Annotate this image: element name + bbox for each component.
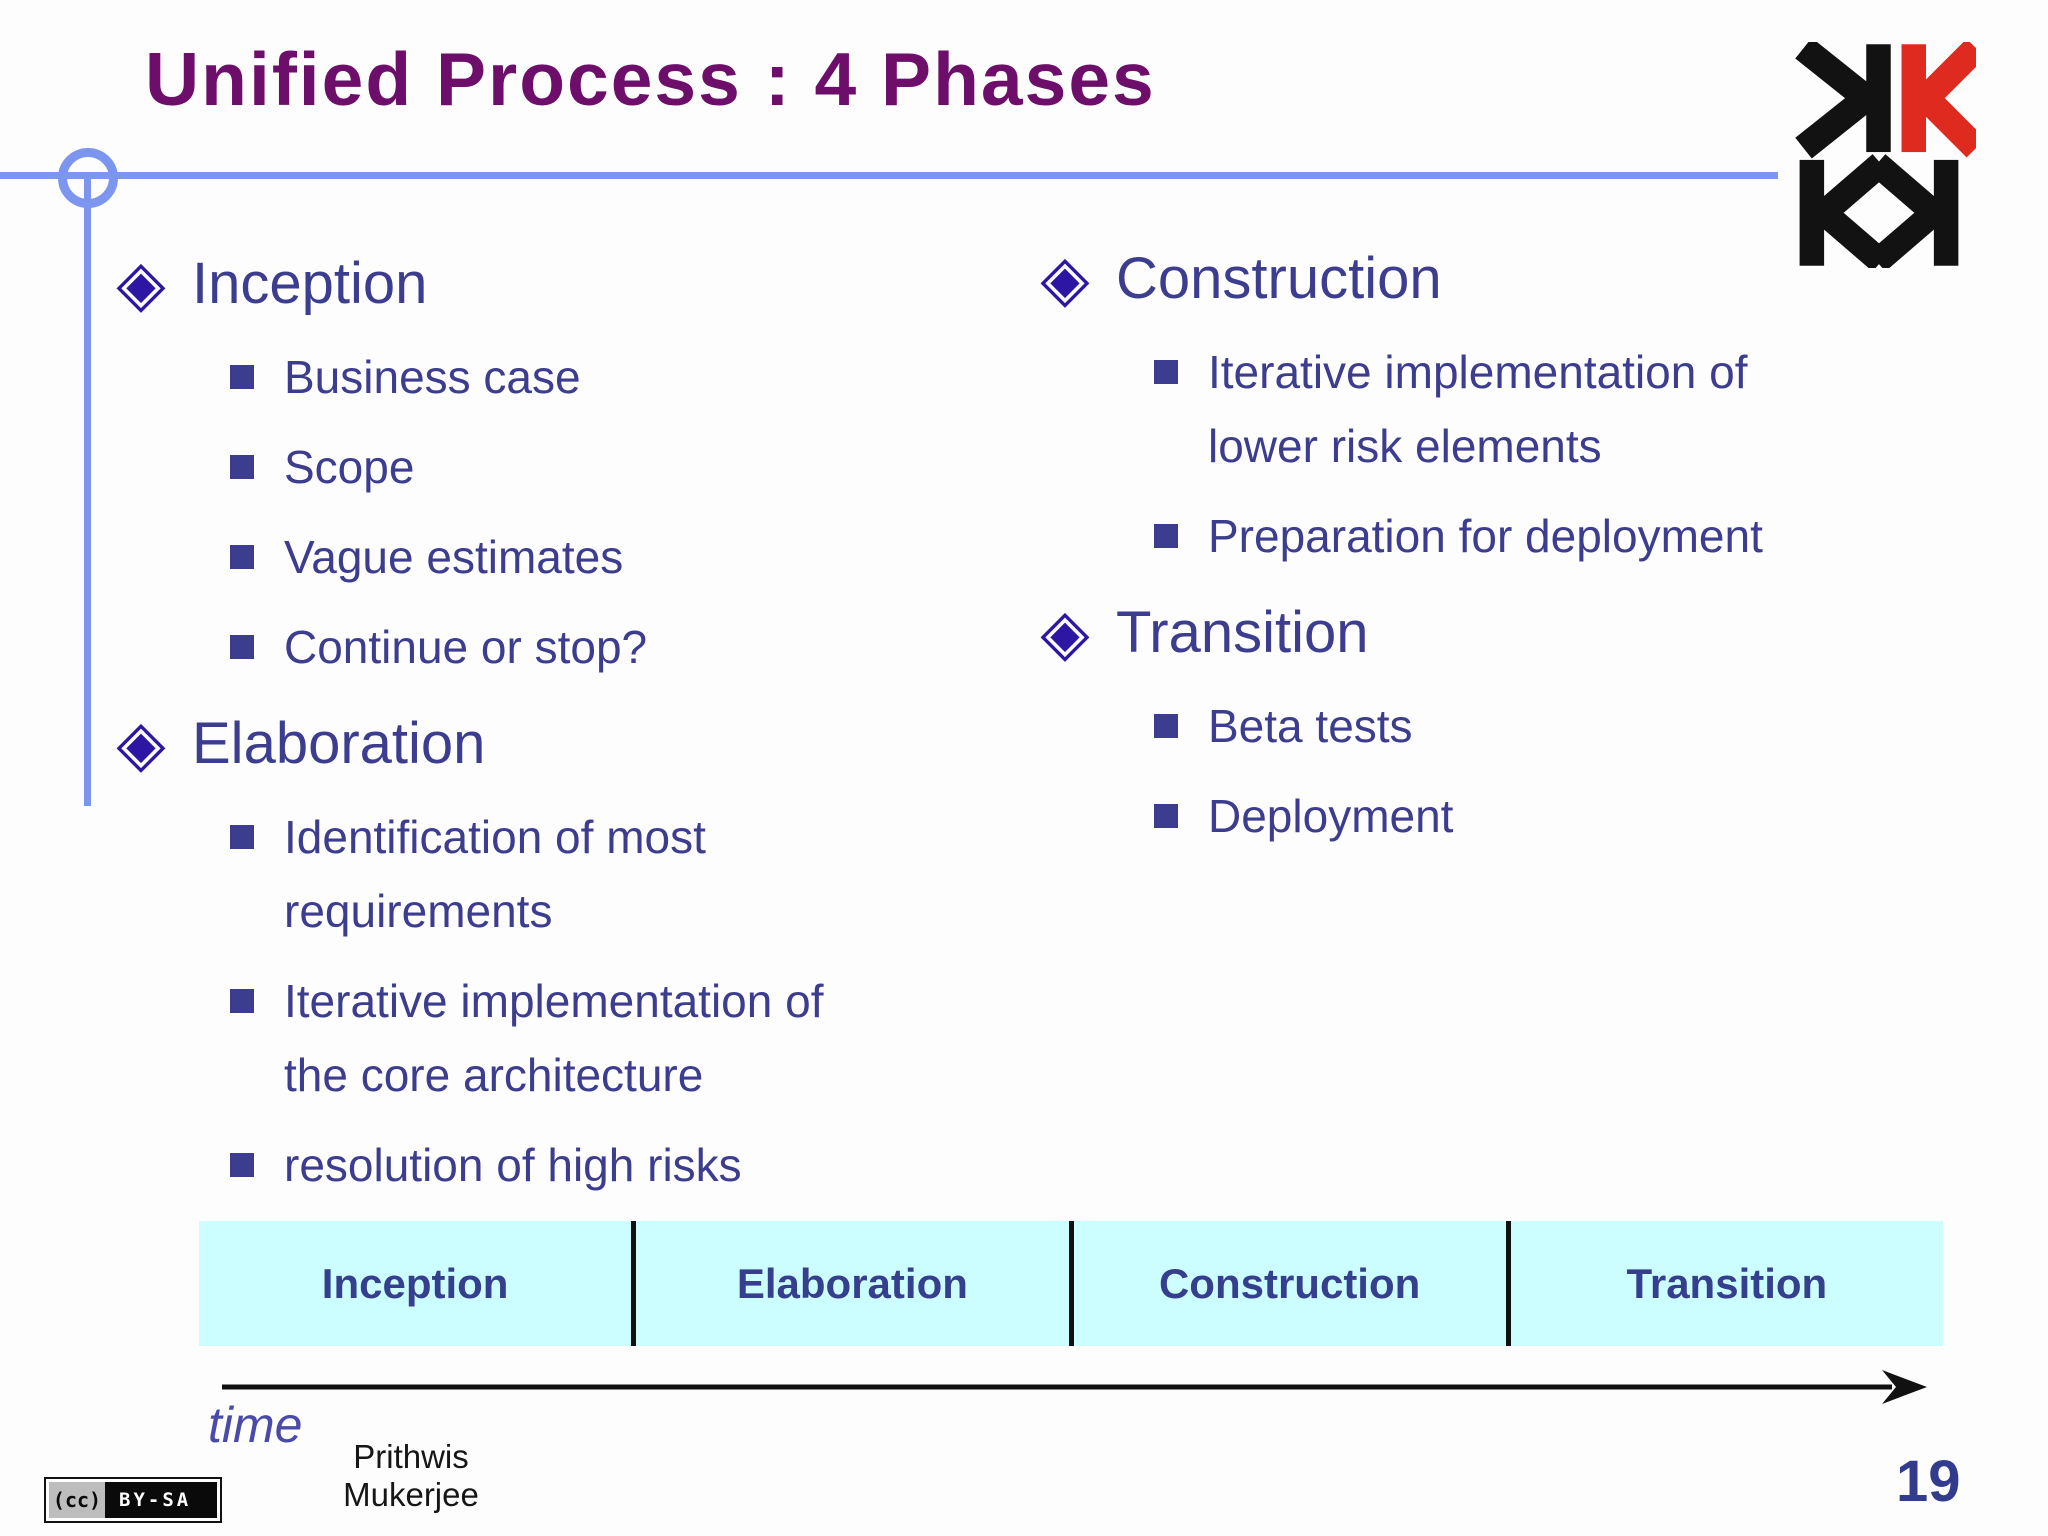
timeline-bar: Inception Elaboration Construction Transiti… [199, 1221, 1943, 1346]
list-item-text: resolution of high risks [284, 1139, 742, 1191]
timeline-phase-cell: Transition [1505, 1221, 1943, 1346]
diamond-bullet-icon: ◈ [1040, 242, 1090, 314]
list-item: Vague estimates [230, 520, 1012, 594]
header-rule [0, 172, 1778, 179]
square-bullet-icon [1154, 524, 1178, 548]
list-item-text: Deployment [1208, 790, 1454, 842]
left-margin-rule [84, 178, 91, 806]
diamond-bullet-icon: ◈ [116, 707, 166, 779]
list-item-text: Business case [284, 351, 581, 403]
list-item-text: Continue or stop? [284, 621, 648, 673]
square-bullet-icon [1154, 804, 1178, 828]
list-item-text: Vague estimates [284, 531, 624, 583]
list-item: resolution of high risks [230, 1128, 1012, 1202]
square-bullet-icon [230, 365, 254, 389]
list-item-text: Preparation for deployment [1208, 510, 1763, 562]
timeline-phase-label: Elaboration [736, 1259, 968, 1307]
timeline-phase-label: Inception [321, 1259, 509, 1307]
section-heading: Construction [1116, 245, 1442, 311]
kk-logo [1795, 42, 1976, 268]
timeline-phase-cell: Inception [199, 1221, 631, 1346]
list-item: Continue or stop? [230, 610, 1012, 684]
list-item: Business case [230, 340, 1012, 414]
time-axis-label: time [208, 1397, 303, 1453]
cc-icon: (cc) [49, 1482, 105, 1518]
author-line-2: Mukerjee [343, 1476, 479, 1513]
square-bullet-icon [230, 545, 254, 569]
section-heading-row: ◈ Construction [1036, 235, 2016, 321]
square-bullet-icon [1154, 714, 1178, 738]
list-item: Deployment [1154, 779, 2016, 853]
square-bullet-icon [1154, 360, 1178, 384]
square-bullet-icon [230, 825, 254, 849]
square-bullet-icon [230, 1153, 254, 1177]
list-item: Scope [230, 430, 1012, 504]
list-item-text: Beta tests [1208, 700, 1413, 752]
cc-license-badge-inner: (cc) BY-SA [49, 1482, 217, 1518]
author-credit: Prithwis Mukerjee [336, 1438, 486, 1514]
timeline-phase-label: Transition [1626, 1259, 1828, 1307]
section-heading-row: ◈ Elaboration [112, 700, 1012, 786]
section-heading: Elaboration [192, 710, 486, 776]
author-line-1: Prithwis [353, 1438, 469, 1475]
diamond-bullet-icon: ◈ [116, 247, 166, 319]
cc-license-badge: (cc) BY-SA [44, 1477, 222, 1523]
square-bullet-icon [230, 989, 254, 1013]
list-item: Preparation for deployment [1154, 499, 2016, 573]
square-bullet-icon [230, 635, 254, 659]
section-heading-row: ◈ Transition [1036, 589, 2016, 675]
timeline-phase-cell: Construction [1068, 1221, 1506, 1346]
list-item-text: Scope [284, 441, 415, 493]
diamond-bullet-icon: ◈ [1040, 596, 1090, 668]
page-number: 19 [1896, 1449, 1961, 1514]
timeline-phase-cell: Elaboration [631, 1221, 1068, 1346]
square-bullet-icon [230, 455, 254, 479]
section-heading: Inception [192, 250, 428, 316]
slide-title: Unified Process : 4 Phases [145, 37, 1156, 121]
list-item: Beta tests [1154, 689, 2016, 763]
section-heading-row: ◈ Inception [112, 240, 1012, 326]
cc-license-label: BY-SA [119, 1489, 192, 1511]
section-heading: Transition [1116, 599, 1369, 665]
time-axis-arrow [222, 1370, 1927, 1404]
timeline-phase-label: Construction [1158, 1259, 1421, 1307]
